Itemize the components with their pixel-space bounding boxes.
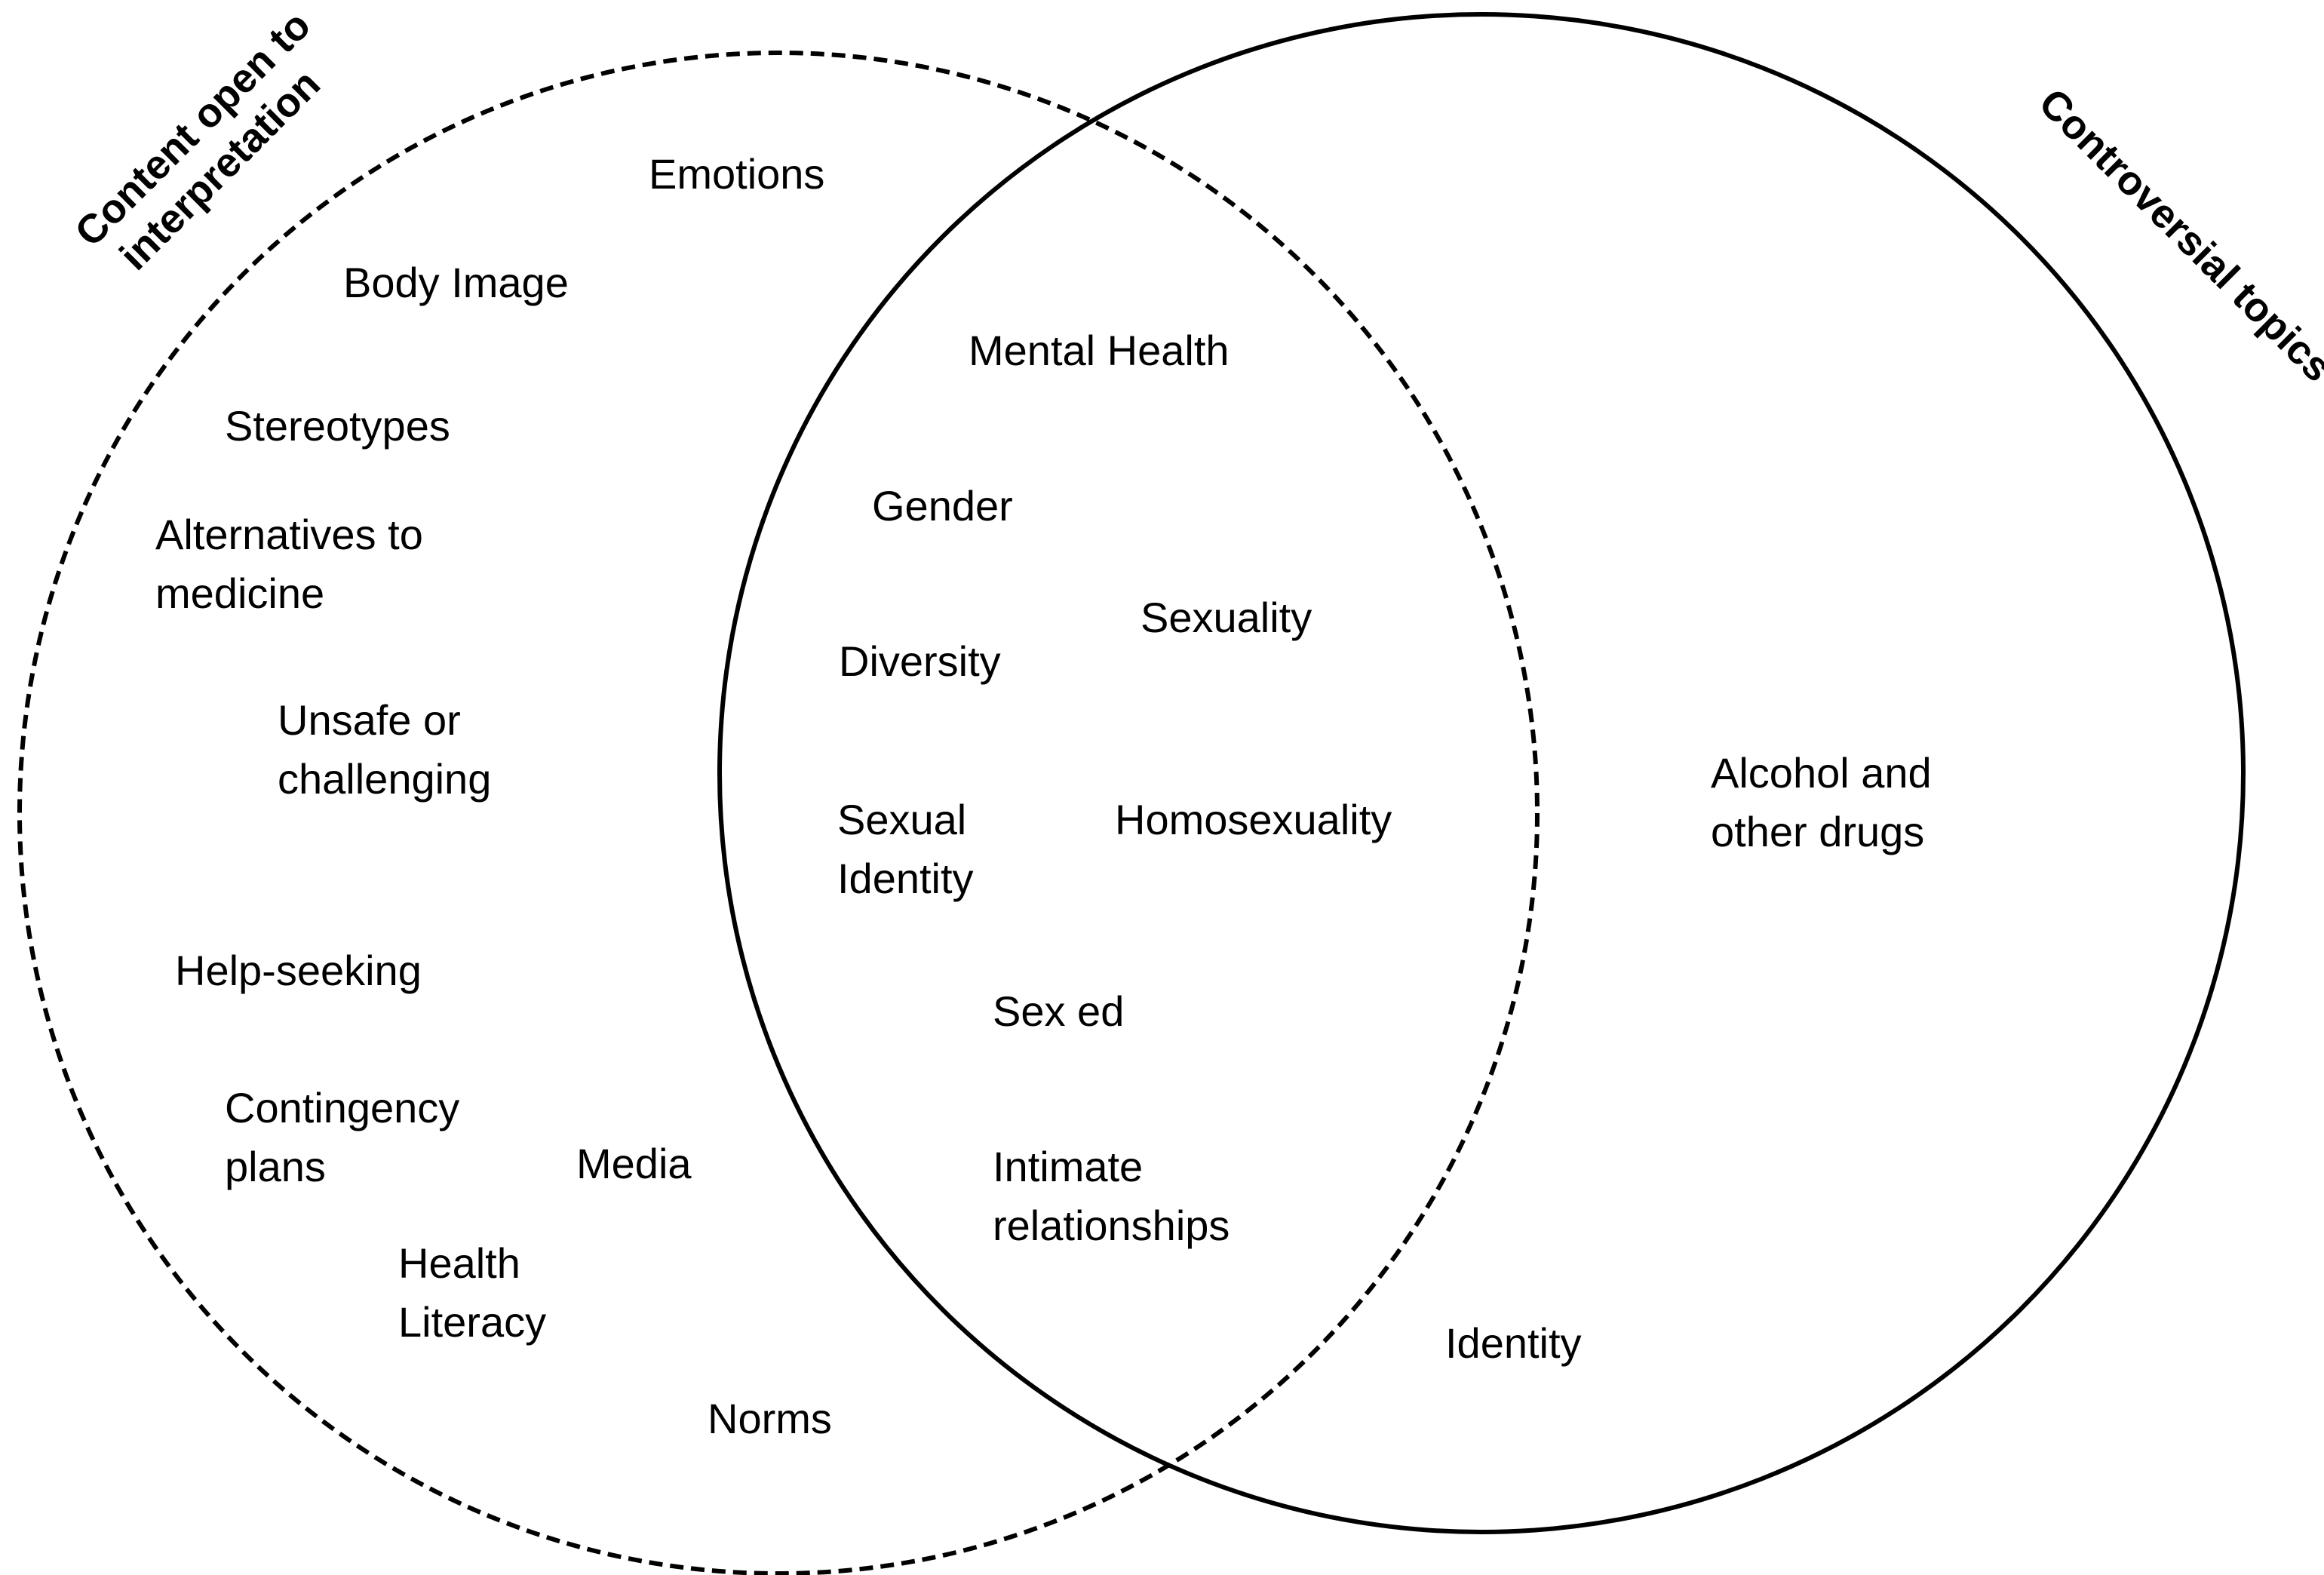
term-gender: Gender: [872, 482, 1013, 530]
set-circle-controversial-topics: [717, 12, 2246, 1534]
term-contingency-plans: Contingency plans: [225, 1084, 471, 1190]
term-sex-ed: Sex ed: [993, 987, 1124, 1035]
term-body-image: Body Image: [343, 259, 569, 306]
term-alcohol-and-other-drugs: Alcohol and other drugs: [1711, 749, 1943, 855]
term-stereotypes: Stereotypes: [225, 402, 450, 450]
term-norms: Norms: [708, 1395, 832, 1442]
term-diversity: Diversity: [839, 637, 1001, 685]
term-unsafe-or-challenging: Unsafe or challenging: [278, 696, 491, 803]
term-mental-health: Mental Health: [969, 327, 1230, 374]
term-media: Media: [576, 1140, 692, 1187]
term-alternatives-to-medicine: Alternatives to medicine: [155, 511, 434, 617]
term-emotions: Emotions: [649, 150, 824, 198]
term-help-seeking: Help-seeking: [175, 947, 422, 994]
term-sexual-identity: Sexual Identity: [837, 796, 978, 902]
term-homosexuality: Homosexuality: [1115, 796, 1392, 843]
term-sexuality: Sexuality: [1141, 594, 1312, 641]
term-health-literacy: Health Literacy: [398, 1239, 546, 1346]
term-identity: Identity: [1445, 1319, 1582, 1367]
term-intimate-relationships: Intimate relationships: [993, 1143, 1230, 1249]
set-circle-content-open-to-interpretation: [17, 51, 1540, 1575]
